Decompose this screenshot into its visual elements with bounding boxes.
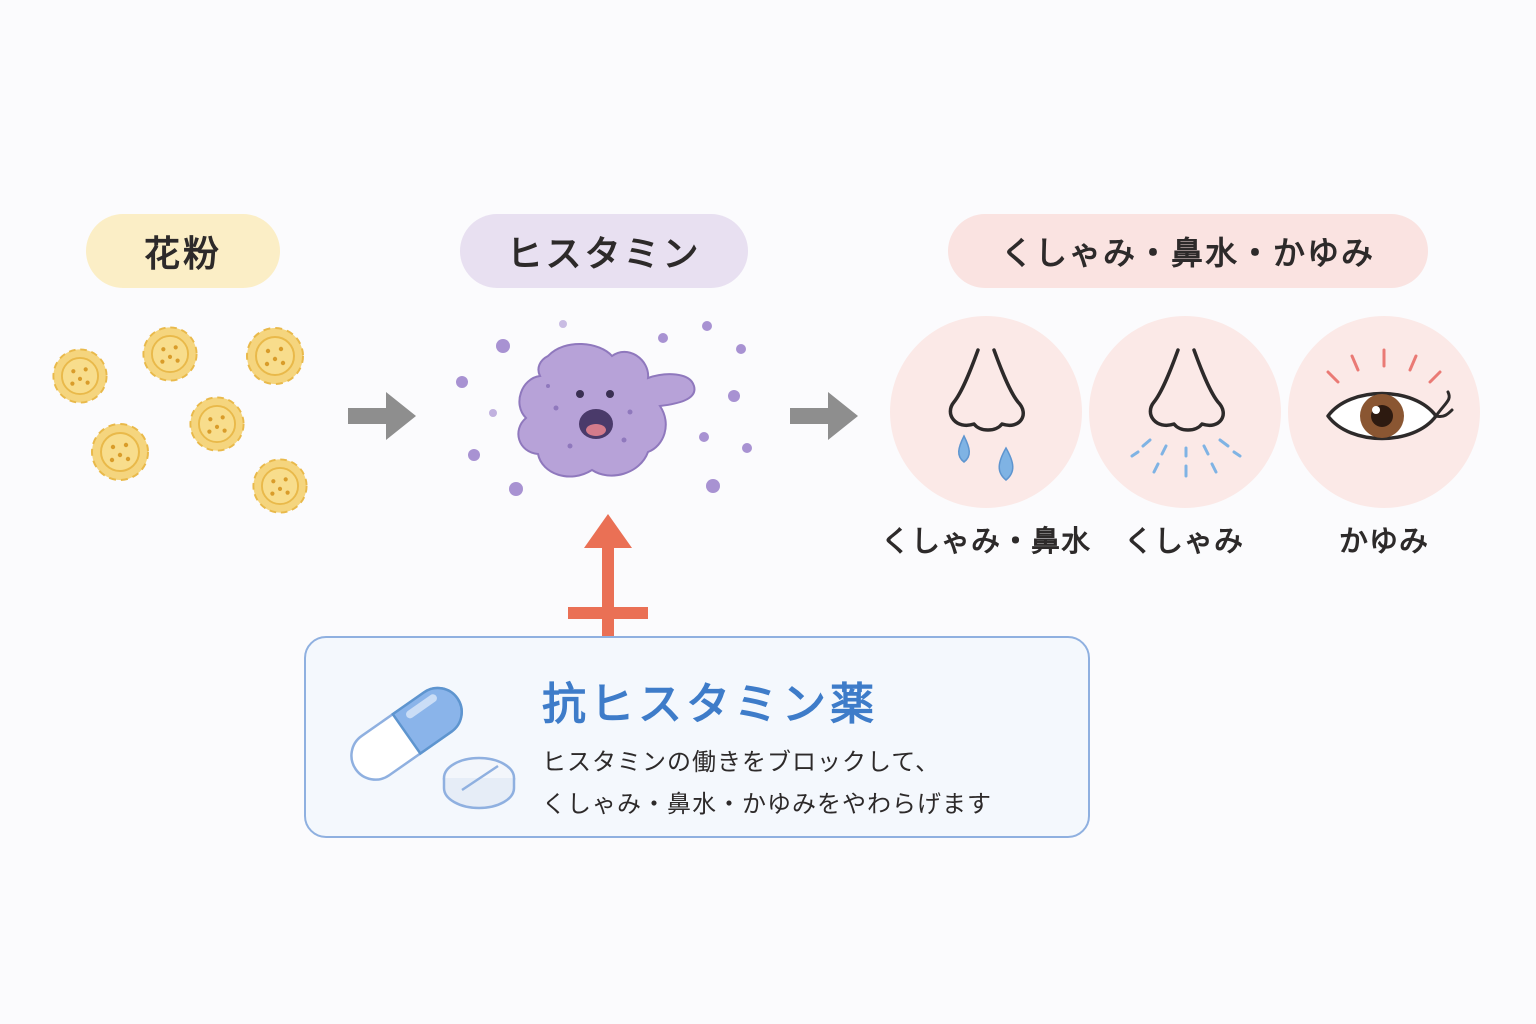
flow-arrow-icon: [348, 392, 416, 440]
pollen-grain-icon: [252, 458, 308, 514]
nose-with-drops-icon: [948, 348, 1025, 481]
histamine-particles-icon: [456, 320, 752, 496]
symptom-circle: [890, 316, 1082, 508]
block-arrow-icon: [568, 514, 648, 636]
pollen-cluster-icon: [52, 326, 308, 514]
symptom-label-sneeze-runny-nose: くしゃみ・鼻水: [880, 524, 1091, 558]
pollen-grain-icon: [189, 396, 245, 452]
pollen-label: 花粉: [86, 214, 280, 288]
symptom-label-itch: かゆみ: [1338, 524, 1429, 558]
nose-with-spray-icon: [1130, 348, 1242, 478]
antihistamine-description-line1: ヒスタミンの働きをブロックして、: [542, 748, 941, 776]
itchy-eye-icon: [1326, 348, 1454, 441]
pollen-grain-icon: [142, 326, 198, 382]
pollen-grain-icon: [91, 423, 149, 481]
antihistamine-description-line2: くしゃみ・鼻水・かゆみをやわらげます: [542, 790, 992, 818]
pollen-grain-icon: [52, 348, 108, 404]
antihistamine-panel: 抗ヒスタミン薬 ヒスタミンの働きをブロックして、 くしゃみ・鼻水・かゆみをやわら…: [304, 636, 1090, 838]
histamine-label: ヒスタミン: [460, 214, 748, 288]
symptoms-label: くしゃみ・鼻水・かゆみ: [948, 214, 1428, 288]
flow-arrow-icon: [790, 392, 858, 440]
histamine-character-icon: [517, 342, 696, 478]
symptom-circle: [1089, 316, 1281, 508]
capsule-and-tablet-icon: [350, 686, 516, 810]
pollen-grain-icon: [246, 327, 304, 385]
symptom-label-sneeze: くしゃみ: [1123, 524, 1244, 558]
antihistamine-title: 抗ヒスタミン薬: [542, 679, 878, 730]
